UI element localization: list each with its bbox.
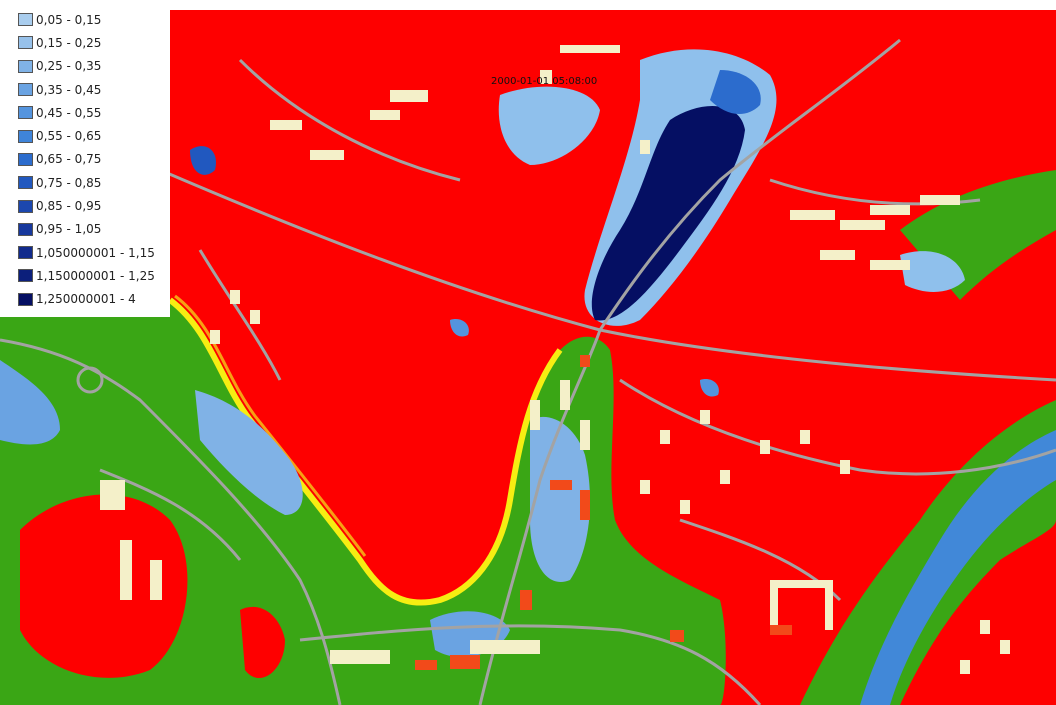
legend-item: 0,45 - 0,55 (0, 101, 170, 124)
legend-item: 0,75 - 0,85 (0, 171, 170, 194)
map-legend: 0,05 - 0,15 0,15 - 0,25 0,25 - 0,35 0,35 - … (0, 0, 170, 317)
legend-swatch (18, 59, 33, 73)
legend-label: 0,25 - 0,35 (36, 59, 102, 74)
lake-mid (710, 70, 761, 115)
legend-label: 0,95 - 1,05 (36, 222, 102, 237)
legend-label: 0,65 - 0,75 (36, 152, 102, 167)
red-pocket-small (240, 606, 285, 679)
legend-label: 1,250000001 - 4 (36, 292, 136, 307)
pond-east (900, 251, 965, 292)
pond-north (498, 86, 600, 165)
legend-label: 1,150000001 - 1,25 (36, 268, 155, 283)
legend-swatch (18, 246, 33, 260)
pond-northwest (190, 146, 216, 175)
pond-central (530, 416, 590, 582)
legend-label: 0,85 - 0,95 (36, 199, 102, 214)
legend-swatch (18, 176, 33, 190)
legend-label: 0,05 - 0,15 (36, 12, 102, 27)
river-east (860, 430, 1056, 705)
legend-swatch (18, 83, 33, 97)
legend-item: 0,95 - 1,05 (0, 218, 170, 241)
legend-item: 0,55 - 0,65 (0, 124, 170, 147)
legend-label: 0,45 - 0,55 (36, 105, 102, 120)
legend-item: 0,65 - 0,75 (0, 148, 170, 171)
pond-west (195, 390, 303, 515)
legend-swatch (18, 269, 33, 283)
building-footprints (100, 45, 1010, 674)
legend-item: 0,25 - 0,35 (0, 55, 170, 78)
map-timestamp: 2000-01-01 05:08:00 (491, 76, 598, 87)
legend-label: 0,55 - 0,65 (36, 129, 102, 144)
legend-label: 0,15 - 0,25 (36, 35, 102, 50)
legend-label: 0,75 - 0,85 (36, 175, 102, 190)
transition-band (168, 297, 563, 606)
legend-swatch (18, 36, 33, 50)
legend-swatch (18, 292, 33, 306)
legend-item: 1,150000001 - 1,25 (0, 264, 170, 287)
legend-swatch (18, 13, 33, 27)
legend-swatch (18, 199, 33, 213)
lake-deep (591, 106, 745, 321)
pond-small-1 (700, 379, 719, 397)
legend-label: 1,050000001 - 1,15 (36, 245, 155, 260)
legend-item: 1,250000001 - 4 (0, 288, 170, 311)
legend-label: 0,35 - 0,45 (36, 82, 102, 97)
roundabout (76, 366, 104, 394)
transition-band-2 (174, 294, 367, 557)
legend-swatch (18, 222, 33, 236)
legend-item: 1,050000001 - 1,15 (0, 241, 170, 264)
legend-swatch (18, 152, 33, 166)
legend-item: 0,05 - 0,15 (0, 8, 170, 31)
road-network (0, 38, 1056, 705)
red-pocket-sw (20, 494, 188, 678)
legend-item: 0,85 - 0,95 (0, 194, 170, 217)
flooded-buildings (415, 355, 792, 670)
legend-swatch (18, 129, 33, 143)
pond-southwest (0, 360, 60, 445)
legend-item: 0,35 - 0,45 (0, 78, 170, 101)
legend-item: 0,15 - 0,25 (0, 31, 170, 54)
legend-swatch (18, 106, 33, 120)
pond-small-2 (450, 319, 469, 337)
